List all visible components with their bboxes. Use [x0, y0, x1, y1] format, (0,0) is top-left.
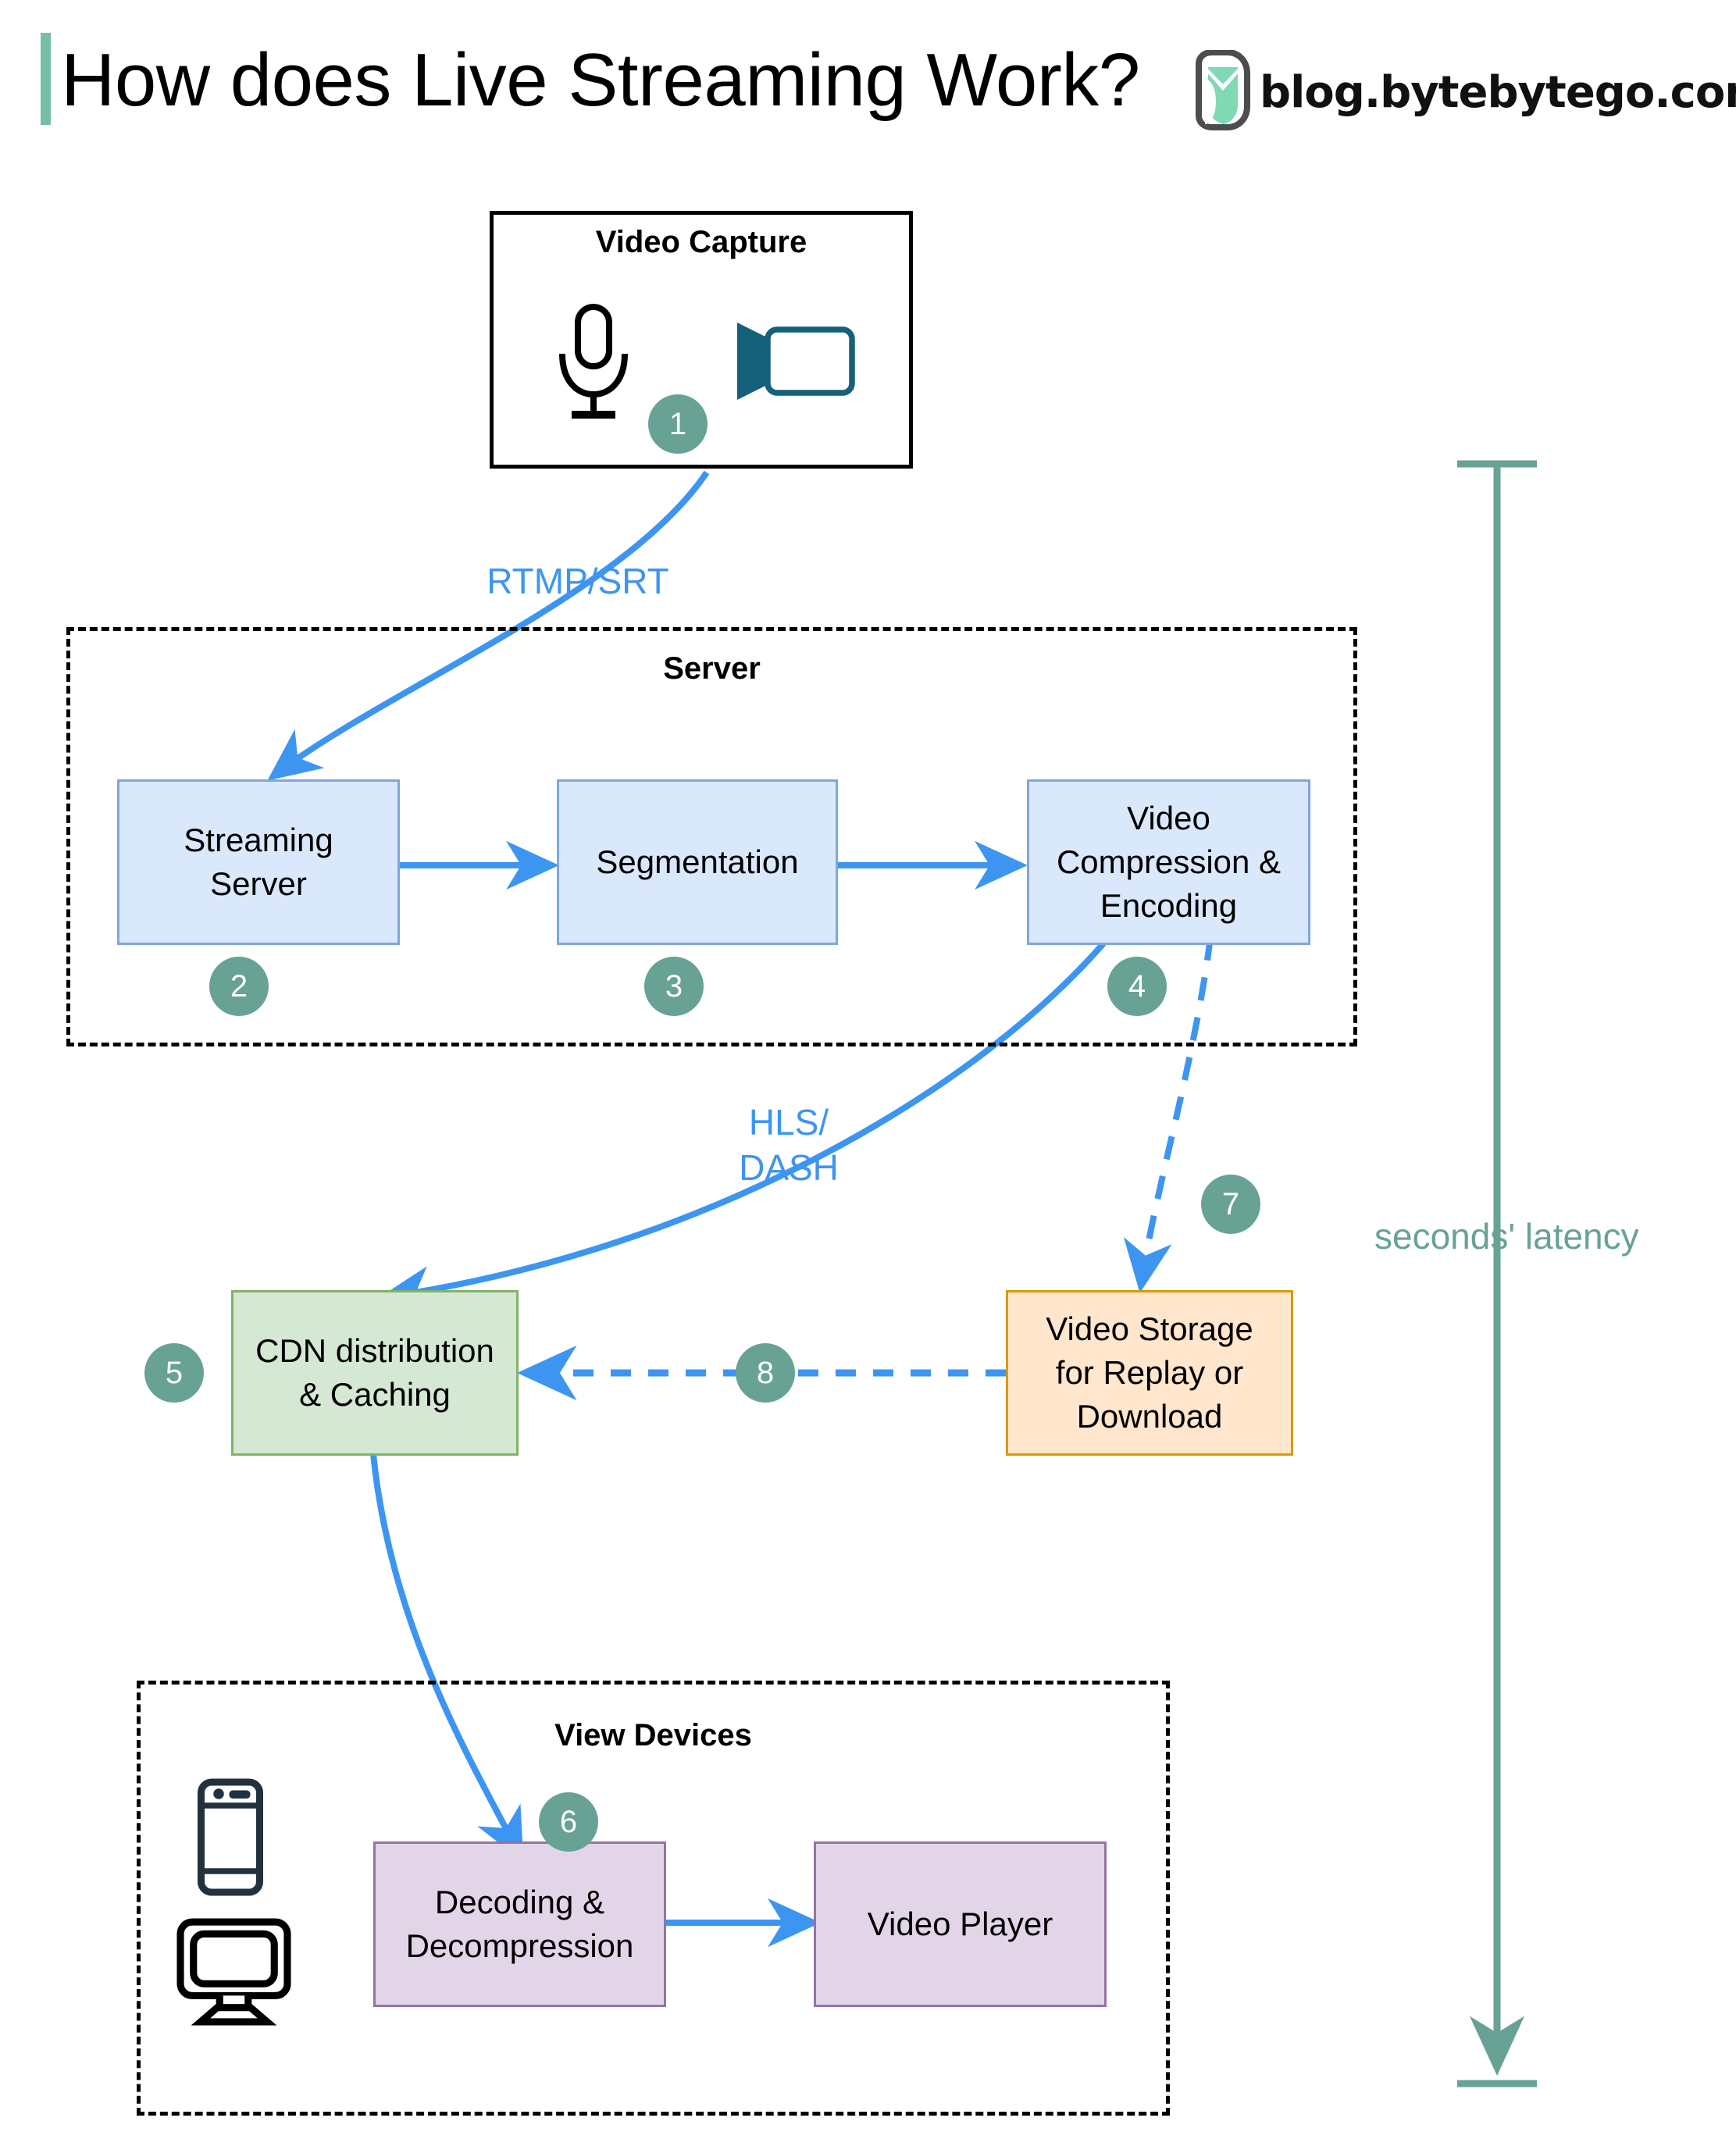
step-badge-2: 2	[209, 957, 269, 1016]
step-badge-3: 3	[644, 957, 704, 1016]
node-streaming-server[interactable]: Streaming Server	[117, 779, 400, 945]
node-decoding-label: Decoding & Decompression	[405, 1884, 634, 1964]
bytebytego-logo-icon	[1196, 50, 1250, 130]
node-video-storage[interactable]: Video Storage for Replay or Download	[1006, 1290, 1293, 1456]
server-group	[66, 627, 1357, 1046]
node-segmentation[interactable]: Segmentation	[557, 779, 838, 945]
desktop-monitor-icon	[176, 1918, 291, 2026]
latency-bracket	[1457, 460, 1537, 2087]
video-capture-title: Video Capture	[595, 225, 807, 259]
node-video-player[interactable]: Video Player	[814, 1841, 1107, 2007]
node-streaming-server-label: Streaming Server	[184, 822, 333, 902]
node-cdn-distribution[interactable]: CDN distribution & Caching	[231, 1290, 519, 1456]
brand-text: blog.bytebytego.com	[1260, 67, 1736, 118]
edge-label-rtmp-srt: RTMP/SRT	[487, 561, 669, 601]
mobile-phone-icon	[198, 1778, 263, 1896]
header: How does Live Streaming Work? blog.byteb…	[0, 0, 1736, 148]
step-badge-4: 4	[1107, 957, 1167, 1016]
page-title: How does Live Streaming Work?	[61, 38, 1140, 122]
view-devices-group	[137, 1681, 1170, 2116]
edge-label-hls-dash: HLS/ DASH	[739, 1102, 839, 1188]
node-cdn-label: CDN distribution & Caching	[255, 1332, 494, 1413]
step-badge-1: 1	[648, 394, 708, 454]
title-accent-bar	[41, 33, 51, 125]
node-video-storage-label: Video Storage for Replay or Download	[1046, 1310, 1253, 1435]
microphone-icon	[559, 304, 628, 419]
server-group-title: Server	[663, 651, 761, 686]
view-devices-title: View Devices	[554, 1718, 752, 1752]
step-badge-7: 7	[1201, 1175, 1260, 1234]
node-video-player-label: Video Player	[867, 1906, 1053, 1942]
node-decoding-decompression[interactable]: Decoding & Decompression	[373, 1841, 666, 2007]
node-video-compression-label: Video Compression & Encoding	[1056, 800, 1282, 924]
node-video-compression[interactable]: Video Compression & Encoding	[1027, 779, 1310, 945]
camcorder-icon	[737, 323, 855, 400]
step-badge-5: 5	[144, 1343, 204, 1403]
step-badge-6: 6	[539, 1792, 598, 1852]
node-segmentation-label: Segmentation	[596, 843, 799, 880]
step-badge-8: 8	[736, 1343, 795, 1403]
latency-annotation: seconds' latency	[1374, 1216, 1639, 1257]
